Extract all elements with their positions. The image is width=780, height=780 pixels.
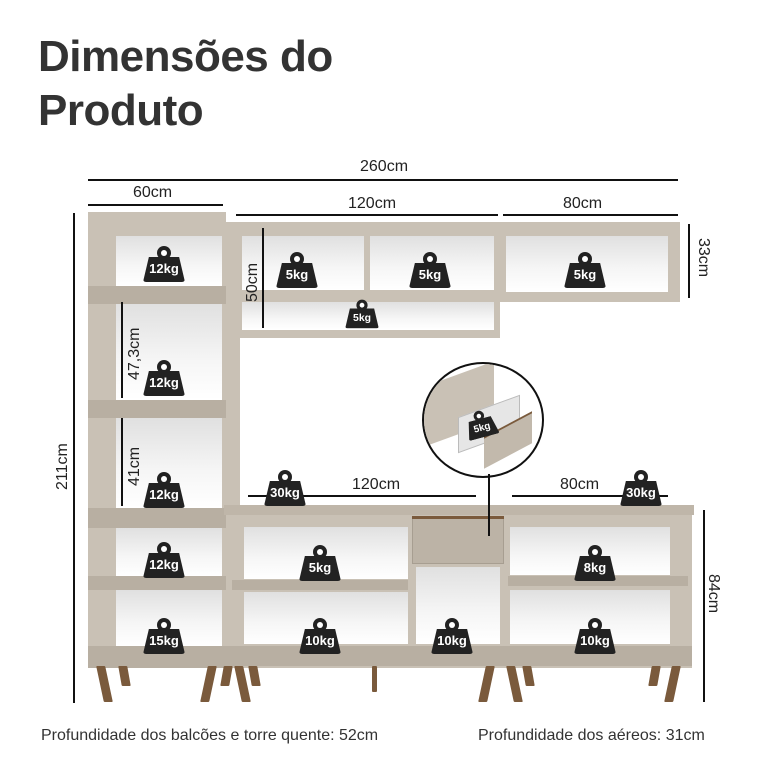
base-right-shelf: [508, 576, 688, 586]
base-middle-width-label: 120cm: [352, 476, 401, 493]
base-middle-width-line: [248, 495, 476, 497]
upper-right-width-line: [503, 214, 678, 216]
leg: [248, 666, 261, 686]
countertop: [224, 505, 694, 515]
weight-icon: 10kg: [431, 618, 473, 654]
tower-gap-1-line: [121, 302, 123, 398]
weight-icon: 30kg: [264, 470, 306, 506]
weight-icon: 12kg: [143, 472, 185, 508]
weight-icon: 5kg: [299, 545, 341, 581]
tower-shelf: [88, 508, 226, 528]
tower-gap-2-label: 41cm: [126, 446, 143, 486]
leg: [372, 666, 377, 692]
weight-icon: 12kg: [143, 542, 185, 578]
leg: [96, 666, 113, 702]
upper-middle-width-label: 120cm: [348, 195, 397, 212]
weight-icon: 12kg: [143, 360, 185, 396]
weight-icon: 5kg: [276, 252, 318, 288]
drawer-front[interactable]: [412, 516, 504, 564]
upper-right-width-label: 80cm: [563, 195, 603, 212]
leg: [506, 666, 523, 702]
total-height-label: 211cm: [54, 443, 71, 490]
weight-icon: 12kg: [143, 246, 185, 282]
upper-right-height-line: [688, 224, 690, 298]
tower-shelf: [88, 286, 226, 304]
leg: [118, 666, 131, 686]
drawer-handle[interactable]: [412, 516, 504, 519]
tower-gap-1-label: 47,3cm: [126, 327, 143, 380]
weight-icon: 30kg: [620, 470, 662, 506]
depth-base-note: Profundidade dos balcões e torre quente:…: [41, 727, 379, 744]
upper-middle-height-line: [262, 228, 264, 328]
weight-icon: 10kg: [299, 618, 341, 654]
upper-right-height-label: 33cm: [695, 238, 712, 278]
tower-gap-2-line: [121, 418, 123, 506]
total-width-label: 260cm: [360, 158, 409, 175]
base-right-width-label: 80cm: [560, 476, 600, 493]
leg: [522, 666, 535, 686]
title-line-2: Produto: [38, 86, 204, 135]
leg: [200, 666, 217, 702]
base-right-width-line: [512, 495, 668, 497]
upper-middle-height-label: 50cm: [244, 262, 261, 302]
base-height-label: 84cm: [705, 574, 722, 614]
drawer-callout-pointer: [488, 474, 490, 536]
tower-width-line: [88, 204, 223, 206]
leg: [478, 666, 495, 702]
leg: [664, 666, 681, 702]
base-mid-shelf: [232, 580, 408, 590]
leg: [648, 666, 661, 686]
upper-middle-width-line: [236, 214, 498, 216]
tower-width-label: 60cm: [133, 184, 173, 201]
weight-icon: 15kg: [143, 618, 185, 654]
weight-icon: 10kg: [574, 618, 616, 654]
tower-side-panel: [226, 222, 240, 512]
depth-upper-note: Profundidade dos aéreos: 31cm: [478, 727, 705, 744]
weight-icon: 5kg: [564, 252, 606, 288]
weight-icon: 8kg: [574, 545, 616, 581]
total-width-line: [88, 179, 678, 181]
title-line-1: Dimensões do: [38, 32, 333, 81]
weight-icon: 5kg: [409, 252, 451, 288]
tower-shelf: [88, 400, 226, 418]
tower-shelf: [88, 576, 226, 590]
total-height-line: [73, 213, 75, 703]
base-height-line: [703, 510, 705, 702]
weight-icon: 5kg: [345, 299, 379, 329]
leg: [220, 666, 233, 686]
tower-base: [88, 646, 226, 668]
page-title: Dimensões do Produto: [38, 30, 333, 138]
